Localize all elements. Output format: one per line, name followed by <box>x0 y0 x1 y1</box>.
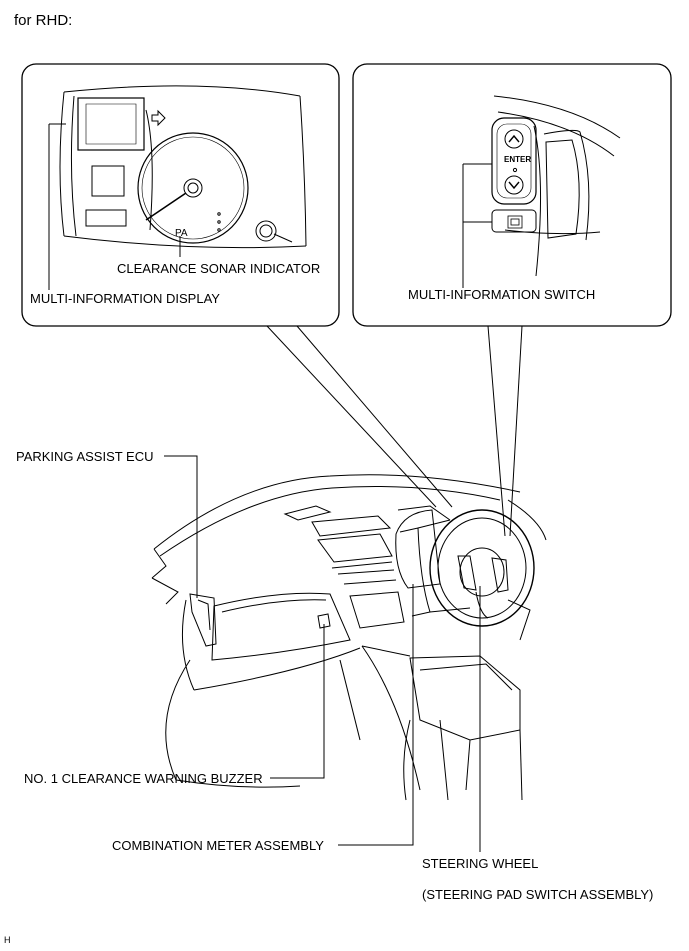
instrument-cluster-drawing <box>59 85 307 249</box>
connector-right-a <box>487 325 506 537</box>
panel-instrument-cluster-detail <box>21 63 340 327</box>
label-steering-pad-switch-assembly: (STEERING PAD SWITCH ASSEMBLY) <box>422 887 654 902</box>
label-combination-meter-assembly: COMBINATION METER ASSEMBLY <box>112 838 324 853</box>
arrow-right-icon <box>151 109 166 127</box>
connector-left-b <box>296 325 453 508</box>
leader-combination-meter <box>338 584 414 846</box>
leader-no1-clearance-warning-buzzer <box>270 624 325 779</box>
label-no1-clearance-warning-buzzer: NO. 1 CLEARANCE WARNING BUZZER <box>24 771 263 786</box>
leader-parking-assist-ecu <box>164 455 198 598</box>
label-multi-information-display: MULTI-INFORMATION DISPLAY <box>30 291 220 306</box>
label-multi-information-switch: MULTI-INFORMATION SWITCH <box>408 287 596 302</box>
chevron-down-icon <box>508 181 520 190</box>
display-mode-icon <box>510 218 520 226</box>
panel-steering-switch-detail <box>352 63 672 327</box>
pa-indicator-label: PA <box>175 228 188 239</box>
enter-button-label: ENTER <box>504 155 532 164</box>
vehicle-interior-drawing <box>151 474 547 801</box>
figure-code: H <box>4 935 11 945</box>
label-clearance-sonar-indicator: CLEARANCE SONAR INDICATOR <box>117 261 321 276</box>
connector-left-a <box>266 325 437 508</box>
page-title: for RHD: <box>14 12 73 29</box>
multi-information-display-window <box>77 97 145 151</box>
chevron-up-icon <box>508 134 520 143</box>
label-steering-wheel: STEERING WHEEL <box>422 856 539 871</box>
connector-right-b <box>509 325 523 537</box>
steering-switch-drawing <box>491 95 621 277</box>
label-parking-assist-ecu: PARKING ASSIST ECU <box>16 449 154 464</box>
